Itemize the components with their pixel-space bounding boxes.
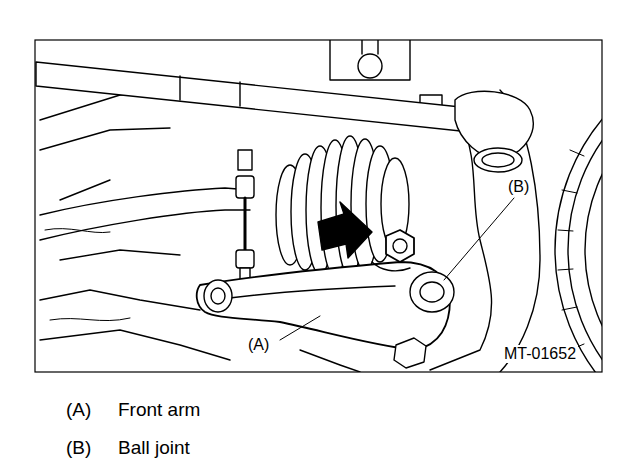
figure-code: MT-01652 (502, 345, 578, 363)
callout-letter: (A) (246, 336, 271, 354)
key-letter: (B) (64, 438, 93, 459)
callout-letter: (B) (506, 178, 531, 196)
key-text: Front arm (116, 400, 202, 421)
key-letter: (A) (64, 400, 93, 421)
key-text: Ball joint (116, 438, 192, 459)
